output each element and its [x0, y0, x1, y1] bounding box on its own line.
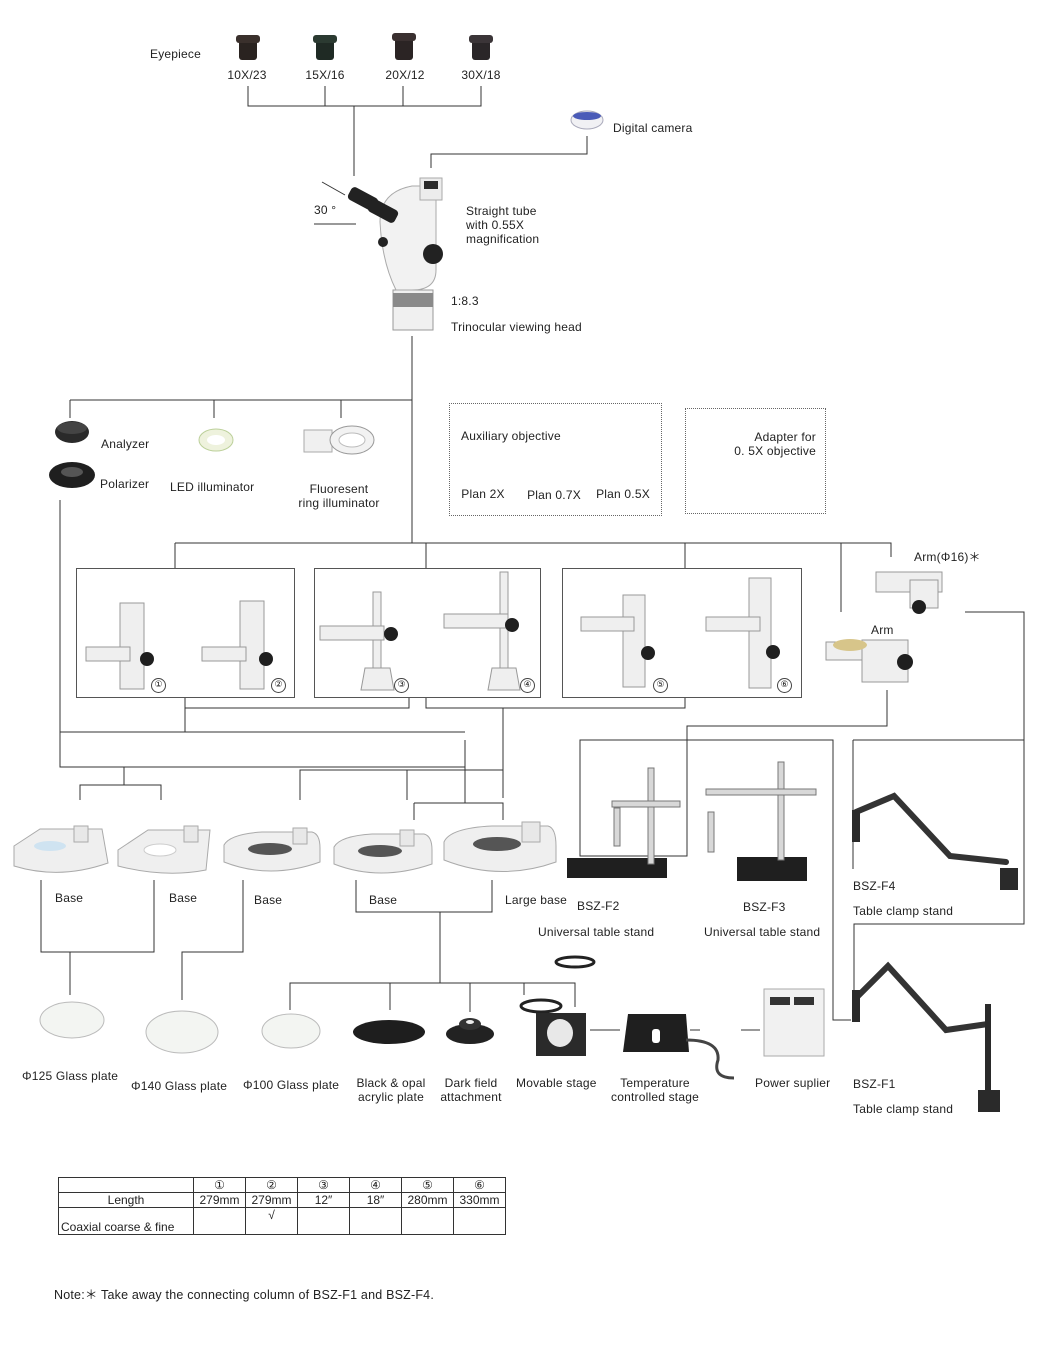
led-illuminator-label: LED illuminator — [170, 480, 255, 494]
table-cell: √ — [245, 1207, 298, 1235]
table-header: ② — [245, 1177, 298, 1193]
glass-140-label: Φ140 Glass plate — [131, 1079, 228, 1093]
digital-camera-label: Digital camera — [613, 121, 693, 135]
table-cell — [297, 1207, 350, 1235]
stand-number-6: ⑥ — [777, 678, 792, 693]
fluorescent-illuminator-label: Fluoresent ring illuminator — [298, 482, 380, 510]
base-label-4: Base — [369, 893, 398, 907]
table-cell: 330mm — [453, 1192, 506, 1208]
table-cell: 280mm — [401, 1192, 454, 1208]
universal-stand-label-1: Universal table stand — [538, 925, 655, 939]
analyzer-label: Analyzer — [101, 437, 150, 451]
eyepiece-10x: 10X/23 — [227, 68, 267, 82]
bsz-f4-label: BSZ-F4 — [853, 879, 896, 893]
auxiliary-objective-label: Auxiliary objective — [461, 429, 561, 443]
glass-100-label: Φ100 Glass plate — [243, 1078, 340, 1092]
table-header: ⑥ — [453, 1177, 506, 1193]
auxiliary-objective-group — [449, 403, 662, 516]
table-cell: 279mm — [245, 1192, 298, 1208]
note-text: Note:＊ Take away the connecting column o… — [54, 1288, 434, 1302]
eyepiece-label: Eyepiece — [150, 47, 201, 61]
arm-label: Arm — [871, 623, 894, 637]
stand-box-1-2 — [76, 568, 295, 698]
zoom-ratio-label: 1:8.3 — [451, 294, 479, 308]
adapter-label: Adapter for 0. 5X objective — [734, 430, 816, 458]
power-supplier-label: Power suplier — [755, 1076, 831, 1090]
eyepiece-30x: 30X/18 — [461, 68, 501, 82]
plan-07x-label: Plan 0.7X — [527, 488, 581, 502]
eyepiece-20x: 20X/12 — [385, 68, 425, 82]
clamp-stand-label-2: Table clamp stand — [853, 1102, 954, 1116]
trinocular-head-label: Trinocular viewing head — [451, 320, 582, 334]
movable-stage-label: Movable stage — [516, 1076, 597, 1090]
stand-number-3: ③ — [394, 678, 409, 693]
straight-tube-label: Straight tube with 0.55X magnification — [466, 204, 540, 246]
dark-field-label: Dark field attachment — [440, 1076, 502, 1104]
clamp-stand-label-1: Table clamp stand — [853, 904, 954, 918]
base-label-1: Base — [55, 891, 84, 905]
arm-16-label: Arm(Φ16)＊ — [914, 550, 981, 564]
stand-number-5: ⑤ — [653, 678, 668, 693]
acrylic-plate-label: Black & opal acrylic plate — [356, 1076, 426, 1104]
polarizer-label: Polarizer — [100, 477, 150, 491]
stand-box-5-6 — [562, 568, 802, 698]
adapter-group — [685, 408, 826, 514]
universal-stand-label-2: Universal table stand — [704, 925, 821, 939]
stand-number-4: ④ — [520, 678, 535, 693]
eyepiece-15x: 15X/16 — [305, 68, 345, 82]
bsz-f3-label: BSZ-F3 — [743, 900, 786, 914]
temperature-stage-label: Temperature controlled stage — [611, 1076, 699, 1104]
bsz-f1-label: BSZ-F1 — [853, 1077, 896, 1091]
table-cell — [401, 1207, 454, 1235]
table-row: ① ② ③ ④ ⑤ ⑥ — [58, 1177, 506, 1193]
bsz-f2-label: BSZ-F2 — [577, 899, 620, 913]
table-header: ④ — [349, 1177, 402, 1193]
table-cell: 18″ — [349, 1192, 402, 1208]
spec-table: ① ② ③ ④ ⑤ ⑥ Length 279mm 279mm 12″ 18″ 2… — [58, 1177, 506, 1235]
glass-125-label: Φ125 Glass plate — [22, 1069, 119, 1083]
table-row: Length 279mm 279mm 12″ 18″ 280mm 330mm — [58, 1192, 506, 1208]
row-label: Length — [58, 1192, 194, 1208]
stand-number-1: ① — [151, 678, 166, 693]
table-row: Coaxial coarse & fine √ — [58, 1207, 506, 1235]
row-label: Coaxial coarse & fine — [58, 1207, 194, 1235]
angle-label: 30 ° — [314, 203, 337, 217]
table-header: ③ — [297, 1177, 350, 1193]
table-header: ① — [193, 1177, 246, 1193]
base-label-3: Base — [254, 893, 283, 907]
stand-box-3-4 — [314, 568, 541, 698]
base-label-2: Base — [169, 891, 198, 905]
table-header: ⑤ — [401, 1177, 454, 1193]
table-cell — [349, 1207, 402, 1235]
table-cell — [193, 1207, 246, 1235]
plan-05x-label: Plan 0.5X — [596, 487, 650, 501]
stand-number-2: ② — [271, 678, 286, 693]
table-cell — [453, 1207, 506, 1235]
plan-2x-label: Plan 2X — [461, 487, 505, 501]
large-base-label: Large base — [505, 893, 568, 907]
table-cell: 12″ — [297, 1192, 350, 1208]
table-cell: 279mm — [193, 1192, 246, 1208]
